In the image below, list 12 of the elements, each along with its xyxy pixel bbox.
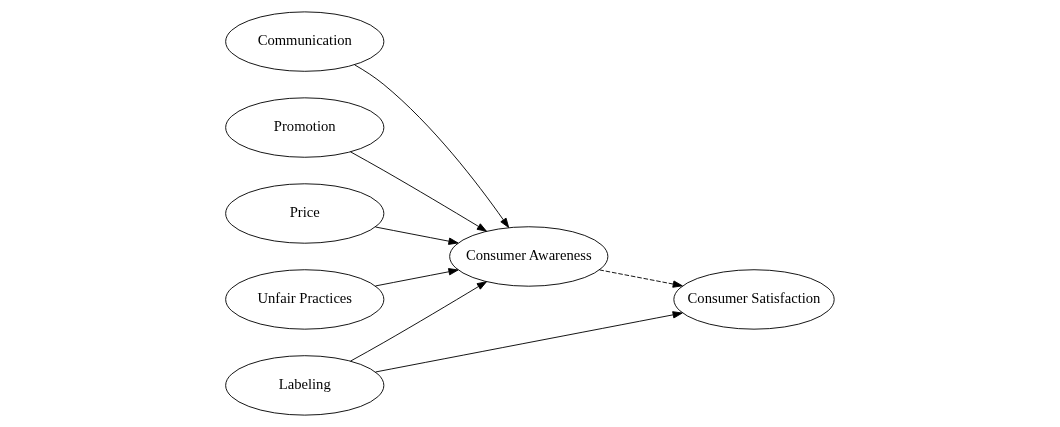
- arrow: [354, 64, 510, 228]
- arrow: [375, 311, 683, 373]
- arrow: [599, 269, 683, 288]
- arrow: [374, 268, 459, 287]
- node-ellipse: Unfair Practices: [225, 269, 385, 330]
- node-ellipse: Price: [225, 183, 385, 244]
- node-ellipse: Communication: [225, 11, 385, 72]
- node-ellipse: Labeling: [225, 355, 385, 416]
- arrow: [350, 151, 487, 232]
- arrow: [350, 281, 487, 362]
- arrow: [374, 226, 459, 245]
- node-ellipse: Promotion: [225, 97, 385, 158]
